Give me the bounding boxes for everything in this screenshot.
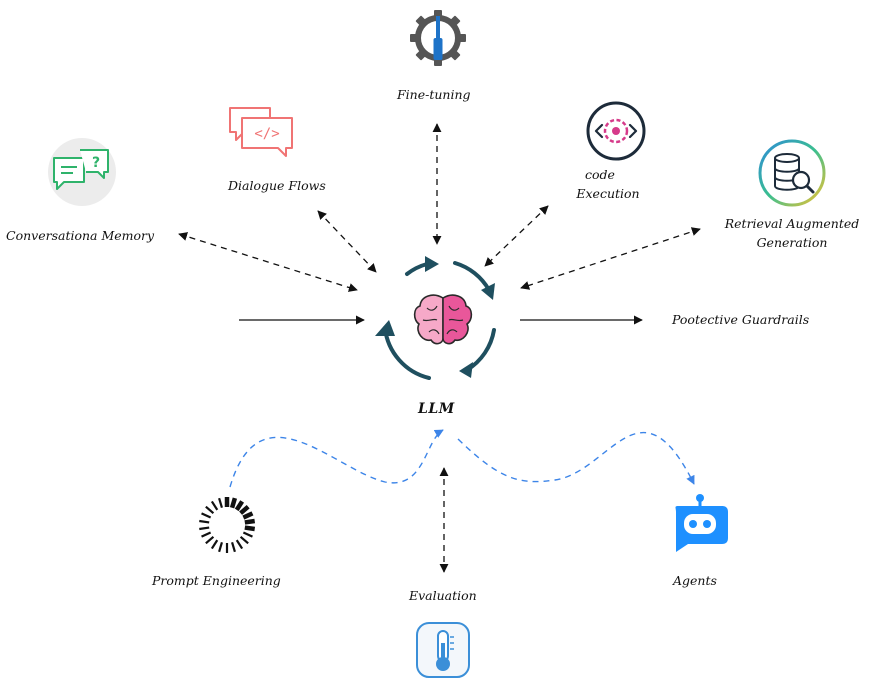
code-execution-icon	[586, 101, 646, 161]
ring-dash	[210, 539, 219, 550]
flow-llm-to-agents	[457, 431, 695, 485]
evaluation-label: Evaluation	[409, 588, 477, 603]
chat-question-icon: ?	[48, 138, 116, 206]
ring-dash	[239, 535, 249, 545]
brain-icon	[413, 294, 473, 345]
progress-ring-icon	[199, 497, 256, 553]
prompt-engineering-label: Prompt Engineering	[152, 573, 281, 588]
svg-text:?: ?	[92, 155, 100, 171]
svg-text:</>: </>	[254, 126, 279, 142]
robot-chat-icon	[675, 494, 728, 552]
guardrails-label: Pootective Guardrails	[672, 312, 810, 327]
rag-label-line2: Generation	[756, 235, 828, 250]
ring-dash	[239, 504, 250, 515]
code-execution-label-line1: code	[585, 167, 615, 182]
ring-dash	[244, 525, 256, 532]
arrow-conversational-memory	[178, 232, 358, 292]
ring-dash	[231, 541, 236, 553]
llm-label: LLM	[418, 401, 455, 417]
code-execution-label-line2: Execution	[576, 186, 640, 201]
flow-prompt-to-llm	[229, 429, 444, 488]
ring-dash	[199, 526, 210, 531]
ring-dash	[205, 505, 215, 515]
ring-dash	[199, 519, 210, 524]
gear-screwdriver-icon	[410, 10, 466, 66]
arrow-code-execution	[484, 205, 549, 267]
arrow-rag	[520, 227, 701, 290]
agents-label: Agents	[673, 573, 717, 588]
ring-dash	[218, 541, 223, 553]
arrow-dialogue-flows	[317, 210, 377, 273]
ring-dash	[210, 500, 219, 511]
ring-dash	[205, 535, 215, 545]
ring-dash	[201, 531, 212, 538]
ring-dash	[242, 511, 254, 520]
ring-dash	[235, 539, 244, 550]
conversational-memory-label: Conversationa Memory	[6, 228, 155, 243]
thermometer-icon	[416, 622, 470, 678]
rag-label-line1: Retrieval Augmented	[724, 216, 860, 231]
ring-dash	[234, 500, 245, 512]
dialogue-flows-label: Dialogue Flows	[228, 178, 326, 193]
ring-dash	[201, 512, 212, 519]
code-chat-bubbles-icon: </>	[229, 107, 293, 157]
ring-dash	[242, 531, 253, 538]
ring-dash	[229, 497, 238, 509]
ring-dash	[218, 497, 223, 509]
ring-dash	[244, 518, 256, 525]
fine-tuning-label: Fine-tuning	[397, 87, 471, 102]
database-search-icon	[758, 139, 826, 207]
llm-cycle-icon	[375, 256, 496, 380]
